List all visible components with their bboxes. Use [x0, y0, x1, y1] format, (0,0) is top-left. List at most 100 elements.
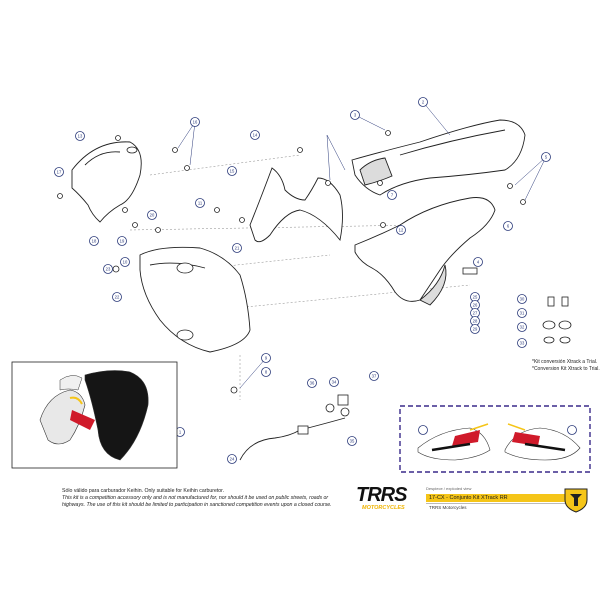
callout-9: 9	[261, 353, 271, 363]
notes-line-2: This kit is a competition accessory only…	[62, 495, 329, 501]
svg-text:26: 26	[473, 303, 478, 308]
callout-24: 24	[227, 454, 237, 464]
svg-text:11: 11	[198, 201, 203, 206]
callout-18: 18	[89, 236, 99, 246]
callout-26: 26	[470, 300, 480, 310]
svg-text:27: 27	[473, 311, 478, 316]
svg-text:31: 31	[520, 311, 525, 316]
callout-14: 14	[250, 130, 260, 140]
svg-text:9: 9	[265, 356, 268, 361]
callout-15: 15	[227, 166, 237, 176]
kit-note-line-1: *Kit conversión Xtrack a Trial.	[532, 359, 598, 365]
callout-8: 8	[261, 367, 271, 377]
fuel-tank	[139, 246, 251, 353]
callout-16: 16	[190, 117, 200, 127]
svg-text:7: 7	[391, 193, 394, 198]
svg-text:4: 4	[477, 260, 480, 265]
callout-29: 29	[470, 324, 480, 334]
svg-text:30: 30	[520, 297, 525, 302]
svg-text:36: 36	[310, 381, 315, 386]
conversion-kit-hardware	[542, 296, 572, 344]
callout-23: 23	[103, 264, 113, 274]
notes-line-1: Sólo válido para carburador Keihin. Only…	[62, 488, 225, 494]
callout-19: 19	[117, 236, 127, 246]
svg-text:16: 16	[193, 120, 198, 125]
svg-text:3: 3	[354, 113, 357, 118]
callout-decal-left	[418, 425, 428, 435]
svg-text:5: 5	[545, 155, 548, 160]
callout-37: 37	[369, 371, 379, 381]
callout-34: 34	[329, 377, 339, 387]
callout-33: 33	[517, 338, 527, 348]
callout-13: 13	[75, 131, 85, 141]
front-number-plate	[249, 167, 343, 243]
svg-text:34: 34	[332, 380, 337, 385]
svg-text:6: 6	[507, 224, 510, 229]
svg-text:1: 1	[179, 430, 182, 435]
svg-text:24: 24	[230, 457, 235, 462]
fuel-hose	[239, 394, 350, 461]
drawing-title: 17-CX - Conjunto Kit XTrack RR	[426, 494, 586, 502]
callout-32: 32	[517, 322, 527, 332]
decal-kit-frame	[399, 405, 591, 473]
callout-3: 3	[350, 110, 360, 120]
seat	[351, 119, 526, 196]
svg-text:32: 32	[520, 325, 525, 330]
assembled-bike-illustration	[39, 370, 149, 461]
callout-4: 4	[473, 257, 483, 267]
svg-text:14: 14	[253, 133, 258, 138]
callout-12: 12	[396, 225, 406, 235]
callout-31: 31	[517, 308, 527, 318]
svg-text:28: 28	[473, 319, 478, 324]
svg-text:8: 8	[265, 370, 268, 375]
svg-text:29: 29	[473, 327, 478, 332]
screws	[57, 130, 526, 394]
svg-text:21: 21	[235, 246, 240, 251]
svg-text:15: 15	[230, 169, 235, 174]
trrs-shield-icon	[564, 488, 588, 513]
svg-text:19: 19	[120, 239, 125, 244]
title-block-header: Despiece / exploded view	[426, 486, 472, 491]
svg-text:33: 33	[520, 341, 525, 346]
callout-17: 17	[54, 167, 64, 177]
callout-decal-right	[567, 425, 577, 435]
trrs-logo: TRRS MOTORCYCLES	[356, 485, 420, 513]
callout-11: 11	[195, 198, 205, 208]
svg-text:25: 25	[473, 295, 478, 300]
svg-text:23: 23	[106, 267, 111, 272]
kit-note-line-2: *Conversion Kit Xtrack to Trial.	[532, 365, 600, 372]
legal-notes: Sólo válido para carburador Keihin. Only…	[62, 488, 362, 509]
svg-text:22: 22	[115, 295, 120, 300]
logo-subtitle: MOTORCYCLES	[362, 505, 405, 511]
callout-6: 6	[503, 221, 513, 231]
callout-7: 7	[387, 190, 397, 200]
svg-text:18: 18	[92, 239, 97, 244]
svg-text:37: 37	[372, 374, 377, 379]
callout-35: 35	[347, 436, 357, 446]
drawing-title-block: Despiece / exploded view 17-CX - Conjunt…	[426, 486, 586, 512]
callout-20: 20	[147, 210, 157, 220]
conversion-kit-note: *Kit conversión Xtrack a Trial. *Convers…	[532, 359, 600, 372]
svg-text:13: 13	[78, 134, 83, 139]
callout-22: 22	[112, 292, 122, 302]
callout-leaders	[149, 101, 547, 433]
callout-21: 21	[232, 243, 242, 253]
svg-text:2: 2	[422, 100, 425, 105]
notes-line-3: highways. The use of this kit should be …	[62, 502, 332, 508]
svg-text:35: 35	[350, 439, 355, 444]
callout-5: 5	[541, 152, 551, 162]
logo-wordmark: TRRS	[356, 484, 407, 506]
assembled-photo-inset	[11, 361, 178, 469]
svg-text:17: 17	[57, 170, 62, 175]
decal-left	[417, 423, 491, 461]
callout-2: 2	[418, 97, 428, 107]
decal-right	[504, 423, 581, 461]
callout-36: 36	[307, 378, 317, 388]
svg-text:12: 12	[399, 228, 404, 233]
rear-fender	[354, 197, 496, 306]
company-name: TRRS Motorcycles	[426, 503, 586, 511]
svg-text:10: 10	[123, 260, 128, 265]
left-side-cover	[71, 141, 142, 223]
callout-30: 30	[517, 294, 527, 304]
